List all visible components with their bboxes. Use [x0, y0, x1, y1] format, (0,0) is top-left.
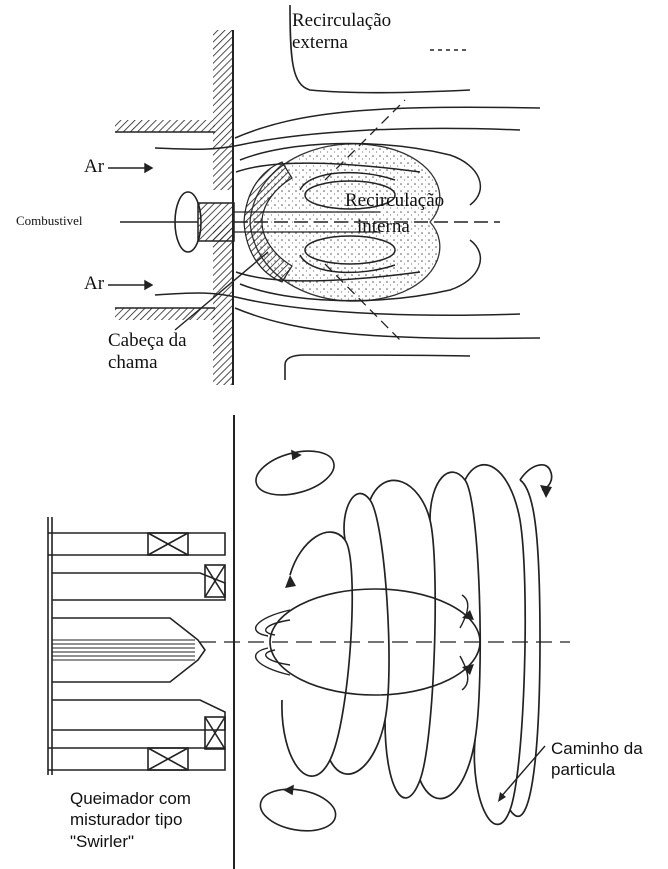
label-queimador-line3: "Swirler" [70, 831, 191, 852]
label-caminho-da-particula: Caminho da particula [551, 738, 643, 781]
central-recirculation-zone [270, 589, 480, 695]
label-caminho-line1: Caminho da [551, 738, 643, 759]
fuel-lance [52, 640, 195, 660]
label-recirculacao-interna: Recirculação interna [345, 190, 444, 238]
label-queimador-line1: Queimador com [70, 788, 191, 809]
corner-vortices [251, 443, 339, 836]
label-recirculacao-externa-line2: externa [292, 32, 391, 54]
label-cabeca-da-chama-line2: chama [108, 352, 187, 374]
near-wall-arcs [256, 610, 290, 675]
label-caminho-line2: particula [551, 759, 643, 780]
label-recirculacao-interna-line1: Recirculação [345, 190, 444, 212]
leader-arrows [108, 164, 268, 330]
label-ar-top: Ar [84, 156, 104, 178]
label-cabeca-da-chama-line1: Cabeça da [108, 330, 187, 352]
label-recirculacao-externa: Recirculação externa [292, 10, 391, 54]
label-ar-bottom: Ar [84, 273, 104, 295]
particle-path-helix [282, 465, 552, 825]
label-queimador-line2: misturador tipo [70, 809, 191, 830]
label-combustivel: Combustivel [16, 214, 82, 229]
particle-path-leader [500, 746, 545, 798]
label-queimador-swirler: Queimador com misturador tipo "Swirler" [70, 788, 191, 852]
label-recirculacao-interna-line2: interna [357, 216, 444, 238]
label-recirculacao-externa-line1: Recirculação [292, 10, 391, 32]
top-diagram [0, 0, 668, 400]
label-cabeca-da-chama: Cabeça da chama [108, 330, 187, 374]
swirler-burner [48, 517, 225, 775]
